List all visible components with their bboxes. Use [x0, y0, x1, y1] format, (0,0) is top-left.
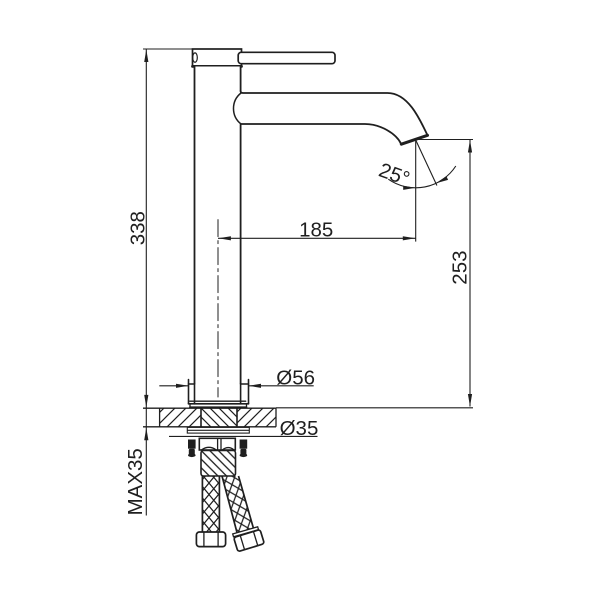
dimension-arrowhead: [467, 140, 473, 153]
dimension-arrowhead: [144, 49, 149, 62]
drawing-path: [221, 446, 235, 451]
dim-label-max-deck-thickness: MAX35: [124, 448, 147, 515]
drawing-path: [221, 475, 255, 534]
cap-pivot-ellipse: [192, 52, 198, 63]
dimension-arrowhead: [435, 176, 449, 186]
dimension-arrowhead: [144, 427, 149, 441]
dimensions: [143, 48, 473, 516]
drawing-path: [201, 446, 217, 451]
drawing-ellipse: [239, 453, 248, 458]
supply-hose-left: [195, 476, 227, 548]
drawing-shape: [233, 529, 265, 552]
mounting-studs: [188, 439, 248, 458]
dim-label-hole-diameter: Ø35: [280, 417, 319, 440]
dimension-arrowhead: [248, 383, 261, 388]
dim-spout-reach: [218, 236, 416, 241]
faucet-spout: [232, 90, 429, 146]
counter-hatch-left: [159, 408, 201, 427]
dim-label-spout-reach: 185: [299, 219, 333, 242]
supply-hose-right: [221, 475, 265, 552]
spout-aerator-face: [399, 133, 429, 146]
dimension-arrowhead: [402, 236, 416, 241]
drawing-shape: [188, 439, 196, 449]
shank-section-hatch: [201, 408, 237, 427]
hose-right-nut: [233, 529, 265, 552]
drawing-path: [239, 90, 429, 137]
hose-left-nut: [195, 531, 227, 548]
countertop-section: [143, 407, 277, 428]
dim-base-diameter: [159, 383, 314, 388]
drawing-path: [222, 476, 254, 533]
drawing-ellipse: [188, 453, 196, 458]
dimension-arrowhead: [467, 394, 473, 407]
drawing-line: [239, 535, 246, 550]
dimension-labels: 338 MAX35 253 185 Ø56 Ø35 25°: [124, 159, 472, 516]
dim-label-outlet-angle: 25°: [376, 159, 413, 191]
dim-outlet-angle: [387, 139, 457, 190]
dimension-arrowhead: [144, 394, 149, 408]
drawing-shape: [188, 448, 195, 455]
drawing-line: [252, 531, 259, 546]
faucet-outline: [187, 48, 429, 409]
dim-label-outlet-height: 253: [449, 250, 472, 284]
faucet-cartridge-cap: [191, 48, 243, 68]
lock-nut: [198, 437, 237, 451]
drawing-path: [240, 123, 403, 146]
drawing-shape: [240, 448, 247, 455]
dimension-arrowhead: [176, 383, 189, 388]
washer-stack: [186, 426, 250, 434]
drawing-shape: [201, 450, 236, 476]
dim-outlet-height: [467, 140, 473, 407]
drawing-shape: [239, 439, 248, 449]
drawing-path: [387, 165, 457, 189]
drawing-shape: [191, 48, 243, 68]
drawing-shape: [237, 51, 336, 65]
dim-overall-height: [144, 49, 149, 516]
spout-collar-arc: [232, 92, 242, 125]
counter-hatch-right: [237, 408, 276, 427]
drawing-line: [415, 139, 438, 186]
faucet-body: [193, 65, 242, 385]
faucet-handle-lever: [237, 51, 336, 65]
shank-block: [200, 449, 237, 477]
mounting-hardware: [186, 426, 265, 552]
dim-label-overall-height: 338: [126, 211, 149, 245]
drawing-shape: [202, 476, 220, 532]
dim-label-base-diameter: Ø56: [276, 366, 315, 389]
